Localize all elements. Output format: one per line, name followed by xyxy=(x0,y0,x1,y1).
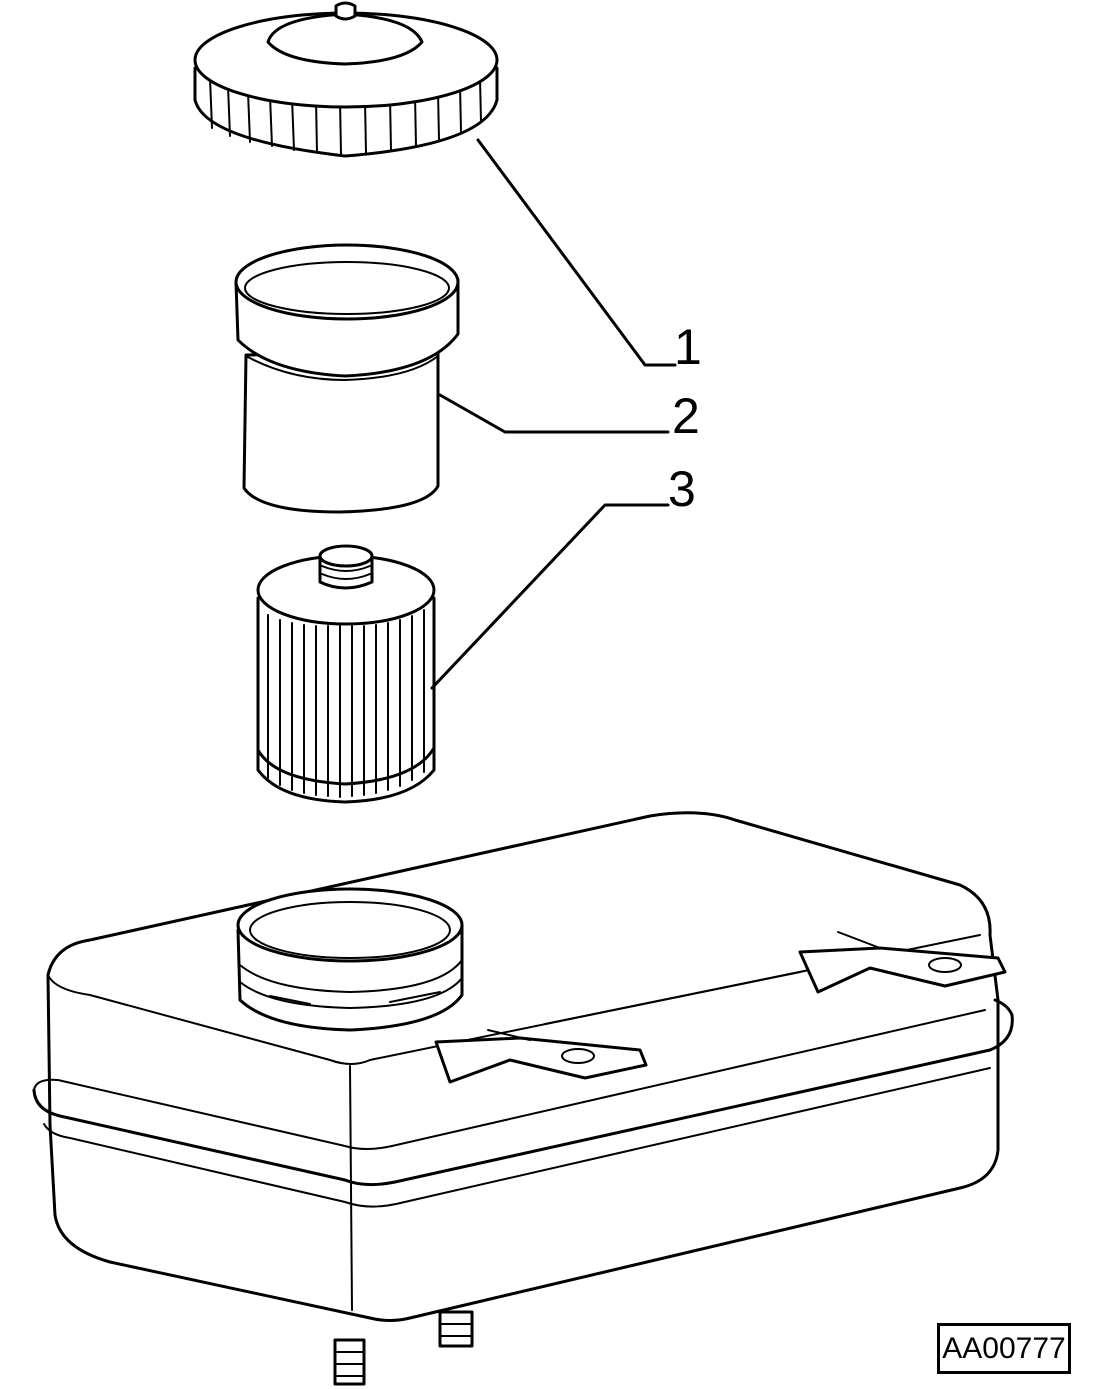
filter-element xyxy=(256,544,436,804)
reference-code-box: AA00777 xyxy=(937,1323,1071,1374)
leader-line-3 xyxy=(430,503,670,690)
reservoir-tank xyxy=(32,811,1014,1386)
leader-line-2 xyxy=(438,393,670,434)
leader-line-1 xyxy=(476,138,677,367)
reservoir-cap xyxy=(193,1,499,158)
callout-1: 1 xyxy=(674,319,702,375)
callout-2: 2 xyxy=(672,388,700,444)
callout-3: 3 xyxy=(668,461,696,517)
cup-strainer xyxy=(234,243,460,514)
leader-lines xyxy=(430,138,677,690)
reference-code: AA00777 xyxy=(942,1331,1066,1365)
